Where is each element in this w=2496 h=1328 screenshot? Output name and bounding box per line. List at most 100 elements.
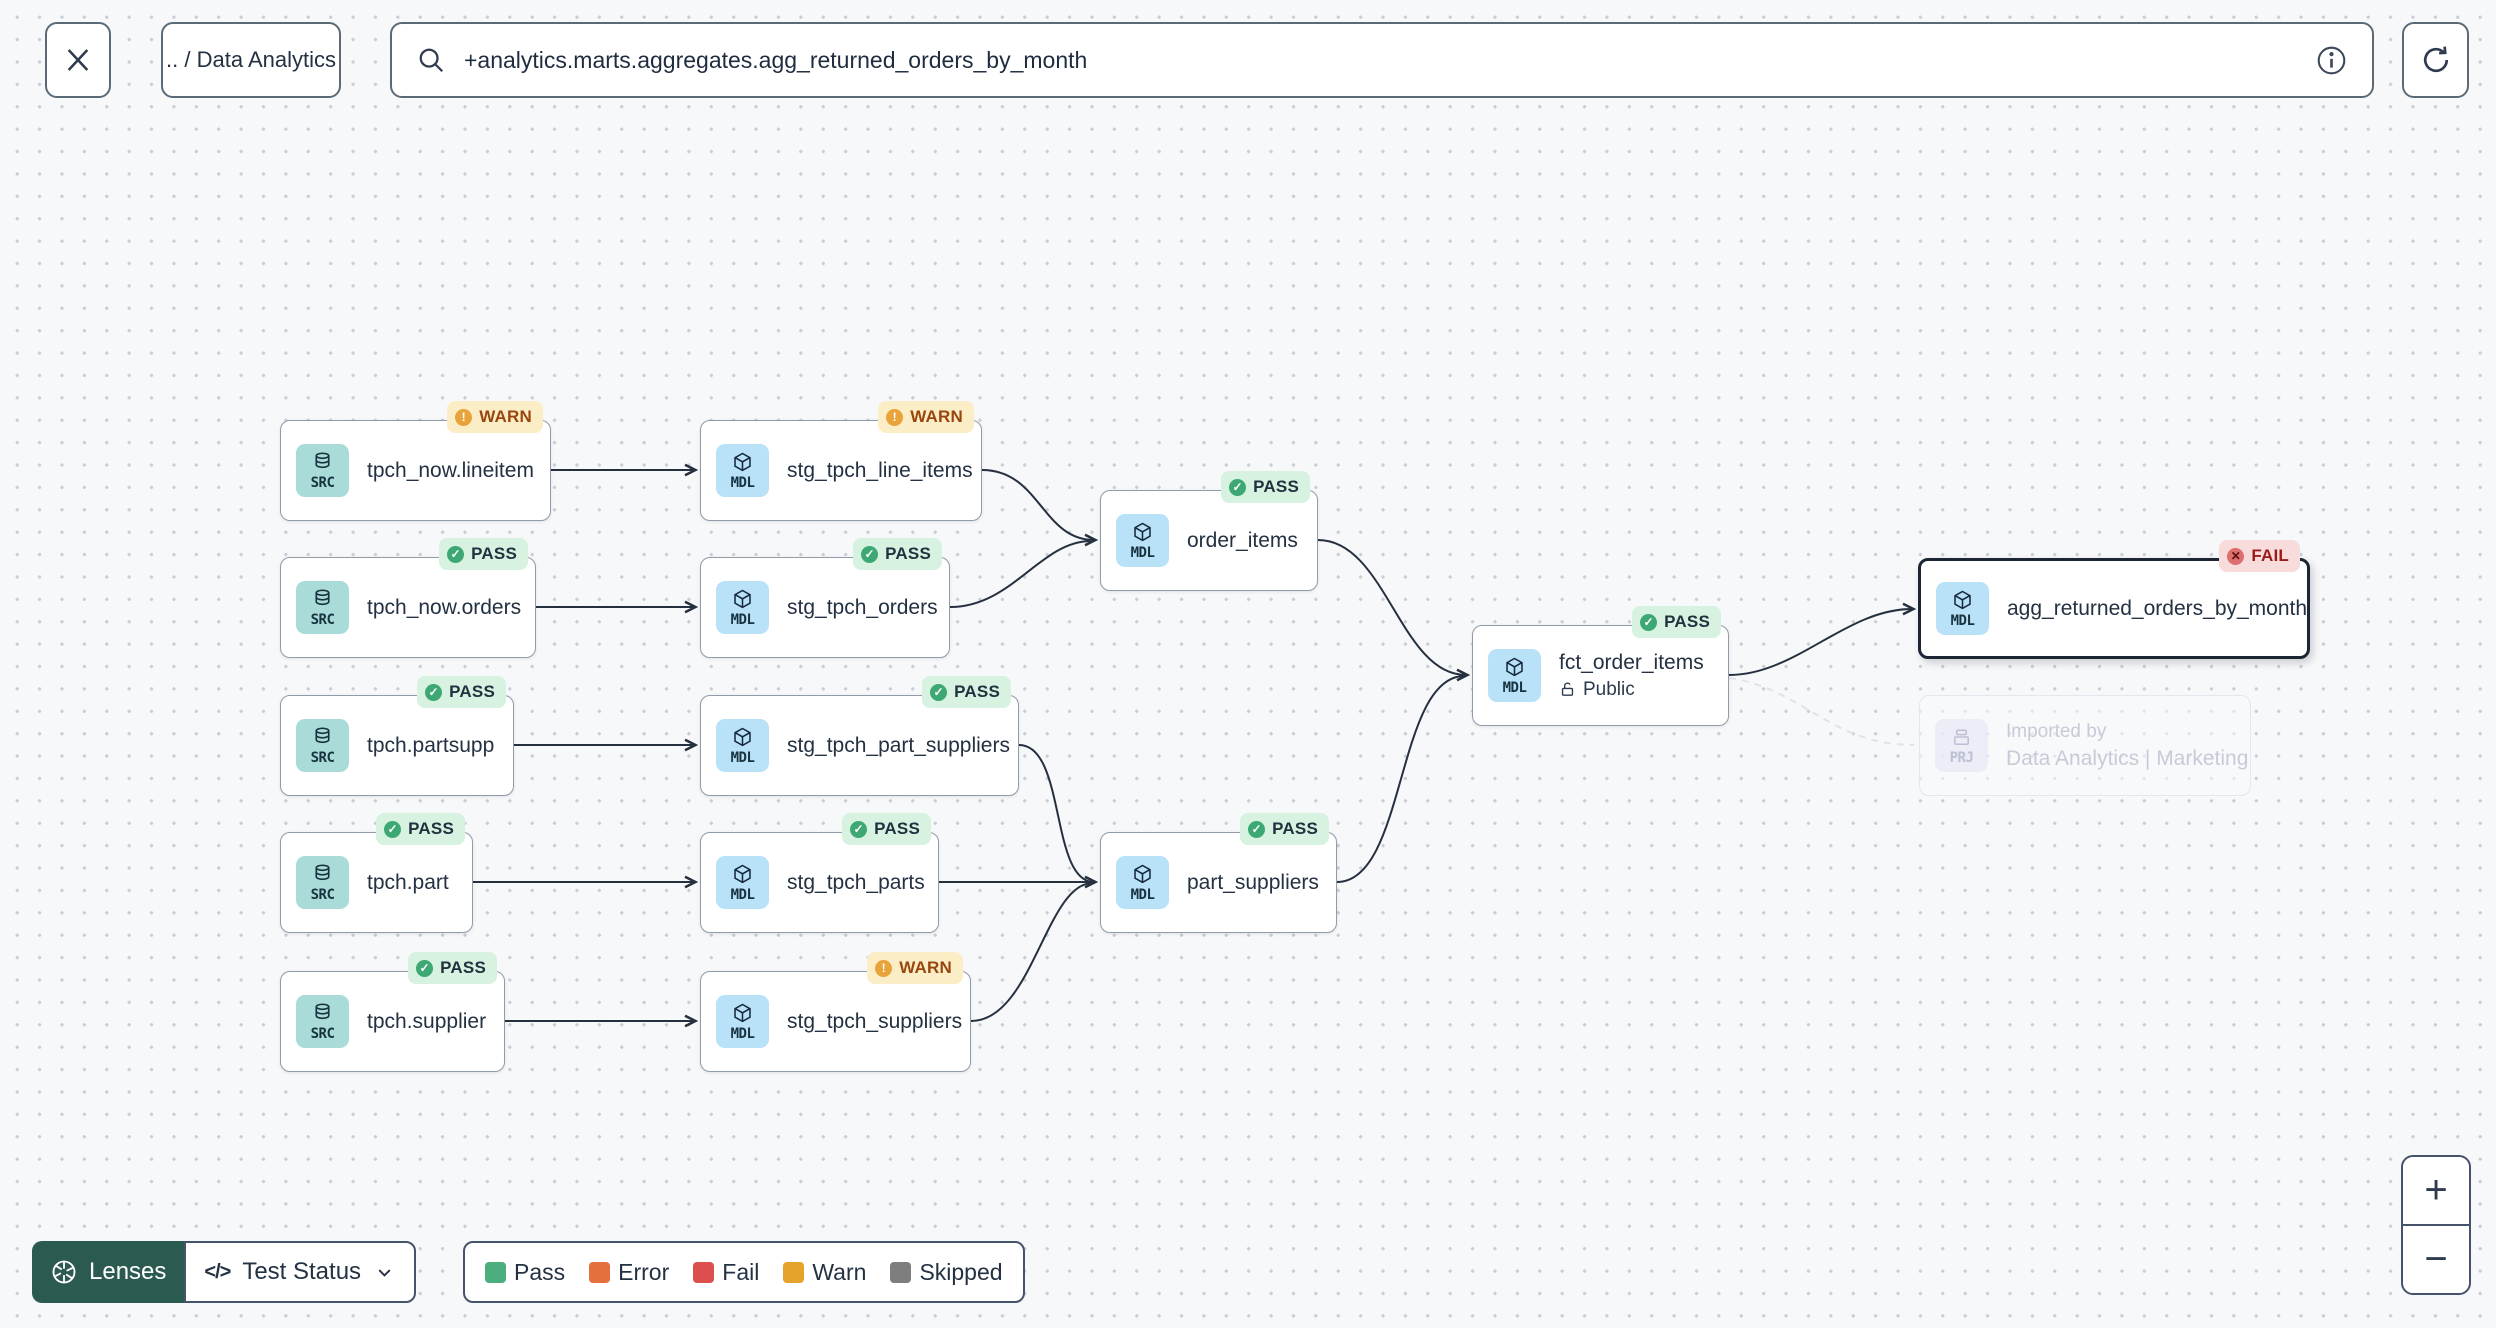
- breadcrumb-label: .. / Data Analytics: [166, 47, 336, 72]
- model-type-chip: MDL: [716, 856, 769, 909]
- cube-icon: [1954, 590, 1971, 610]
- close-button[interactable]: [45, 22, 111, 98]
- node-label: tpch.part: [367, 870, 449, 894]
- warn-swatch: [783, 1261, 805, 1283]
- status-badge: ✓ PASS: [1240, 813, 1329, 845]
- close-icon: [67, 49, 89, 71]
- access-label: Public: [1583, 678, 1635, 700]
- model-type-chip: MDL: [1936, 582, 1989, 635]
- cube-icon: [734, 864, 751, 884]
- pass-swatch: [485, 1261, 506, 1283]
- lens-selector-dropdown[interactable]: </> Test Status: [184, 1241, 417, 1303]
- source-type-chip: SRC: [296, 719, 349, 772]
- status-badge: !WARN: [447, 401, 543, 433]
- status-badge: ✓ PASS: [439, 538, 528, 570]
- status-label: PASS: [885, 544, 931, 563]
- check-icon: ✓: [861, 545, 879, 563]
- graph-node-tpch-supplier[interactable]: ✓PASS SRC tpch.supplier: [280, 952, 505, 1072]
- status-badge: ✓ PASS: [853, 538, 942, 570]
- zoom-in-button[interactable]: +: [2403, 1157, 2469, 1226]
- lens-selected-label: Test Status: [242, 1258, 362, 1285]
- model-type-chip: MDL: [1116, 856, 1169, 909]
- info-icon: [2317, 46, 2346, 74]
- node-label: fct_order_items: [1559, 650, 1704, 674]
- graph-node-stg-tpch-line-items[interactable]: !WARN MDL stg_tpch_line_items: [700, 401, 982, 521]
- status-label: FAIL: [2251, 546, 2289, 565]
- node-label: stg_tpch_orders: [787, 595, 938, 619]
- legend-item-warn: Warn: [783, 1259, 866, 1286]
- graph-node-tpch-partsupp[interactable]: ✓PASS SRC tpch.partsupp: [280, 676, 514, 796]
- zoom-out-button[interactable]: −: [2424, 1237, 2448, 1281]
- status-badge: ✓PASS: [842, 813, 931, 845]
- search-input[interactable]: [462, 45, 2299, 75]
- graph-node-stg-tpch-orders[interactable]: ✓PASS MDL stg_tpch_orders: [700, 538, 950, 658]
- project-type-chip: PRJ: [1935, 719, 1988, 772]
- skipped-swatch: [890, 1261, 912, 1283]
- breadcrumb[interactable]: .. / Data Analytics: [161, 22, 341, 98]
- cube-icon: [1506, 657, 1523, 677]
- cube-icon: [1134, 522, 1151, 542]
- status-badge: ✕FAIL: [2219, 540, 2300, 572]
- unlock-icon: [1561, 682, 1574, 696]
- graph-node-tpch-part[interactable]: ✓PASS SRC tpch.part: [280, 813, 473, 933]
- status-badge: ✓PASS: [376, 813, 465, 845]
- search-bar: [390, 22, 2374, 98]
- status-label: PASS: [1664, 612, 1710, 631]
- refresh-button[interactable]: [2402, 22, 2469, 98]
- warn-icon: !: [875, 959, 893, 977]
- model-type-chip: MDL: [716, 444, 769, 497]
- graph-node-imported-by[interactable]: PRJ Imported by Data Analytics | Marketi…: [1919, 695, 2251, 796]
- legend-item-skipped: Skipped: [890, 1259, 1003, 1286]
- warn-icon: !: [886, 408, 904, 426]
- check-icon: ✓: [1640, 613, 1658, 631]
- graph-node-tpch-now-orders[interactable]: ✓PASS SRC tpch_now.orders: [280, 538, 536, 658]
- check-icon: ✓: [447, 545, 465, 563]
- info-button[interactable]: [2315, 44, 2348, 77]
- graph-node-part-suppliers[interactable]: ✓ PASS MDL part_suppliers: [1100, 813, 1337, 933]
- check-icon: ✓: [384, 820, 402, 838]
- node-label: stg_tpch_suppliers: [787, 1009, 963, 1033]
- status-label: PASS: [954, 682, 1000, 701]
- source-type-chip: SRC: [296, 444, 349, 497]
- graph-node-stg-tpch-suppliers[interactable]: !WARN MDL stg_tpch_suppliers: [700, 952, 971, 1072]
- fail-swatch: [693, 1261, 715, 1283]
- graph-node-fct-order-items[interactable]: ✓PASS MDL fct_order_items Public: [1472, 606, 1729, 726]
- graph-node-stg-tpch-part-suppliers[interactable]: ✓PASS MDL stg_tpch_part_suppliers: [700, 676, 1019, 796]
- zoom-controls: + −: [2401, 1155, 2471, 1295]
- graph-node-stg-tpch-parts[interactable]: ✓PASS MDL stg_tpch_parts: [700, 813, 939, 933]
- node-label: agg_returned_orders_by_month: [2007, 596, 2308, 620]
- status-label: PASS: [874, 819, 920, 838]
- status-badge: ✓PASS: [408, 952, 497, 984]
- lenses-control: Lenses </> Test Status: [32, 1241, 417, 1303]
- graph-node-order-items[interactable]: ✓PASS MDL order_items: [1100, 471, 1318, 591]
- check-icon: ✓: [1248, 820, 1266, 838]
- status-badge: !WARN: [867, 952, 963, 984]
- cube-icon: [1134, 864, 1151, 884]
- chevron-down-icon: [378, 1268, 391, 1277]
- model-type-chip: MDL: [716, 719, 769, 772]
- source-type-chip: SRC: [296, 995, 349, 1048]
- cube-icon: [734, 452, 751, 472]
- source-type-chip: SRC: [296, 856, 349, 909]
- status-label: PASS: [1272, 819, 1318, 838]
- database-icon: [315, 1003, 330, 1020]
- status-badge: ✓PASS: [922, 676, 1011, 708]
- legend-item-pass: Pass: [485, 1259, 565, 1286]
- archive-icon: [1954, 729, 1969, 745]
- status-label: PASS: [440, 958, 486, 977]
- status-badge: ✓PASS: [417, 676, 506, 708]
- search-icon: [419, 48, 444, 73]
- database-icon: [315, 727, 330, 744]
- status-badge: ✓ PASS: [1632, 606, 1721, 638]
- access-row: Public: [1559, 679, 1704, 701]
- status-label: PASS: [471, 544, 517, 563]
- graph-node-agg-returned-orders-by-month[interactable]: ✕FAIL MDL agg_returned_orders_by_month: [1918, 540, 2310, 659]
- status-label: WARN: [910, 407, 963, 426]
- lenses-button[interactable]: Lenses: [32, 1241, 185, 1303]
- graph-node-tpch-now-lineitem[interactable]: !WARN SRC tpch_now.lineitem: [280, 401, 551, 521]
- database-icon: [315, 864, 330, 881]
- node-label: part_suppliers: [1187, 870, 1319, 894]
- cube-icon: [734, 727, 751, 747]
